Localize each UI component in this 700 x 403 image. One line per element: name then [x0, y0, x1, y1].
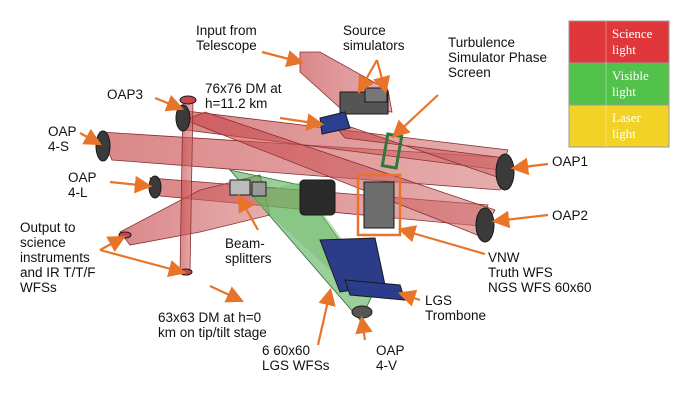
- arrow-source-1: [357, 59, 378, 94]
- arrow-beamsplitter: [237, 194, 259, 231]
- arrow-output-2: [99, 248, 187, 278]
- output-mirror: [118, 231, 132, 239]
- beamsplitter-2: [251, 181, 267, 197]
- legend-swatch-laser: [569, 105, 669, 147]
- label-oap1: OAP1: [552, 154, 588, 169]
- source-simulator-box: [364, 87, 388, 103]
- arrow-lgs-wfs: [316, 287, 336, 346]
- dark-wfs-block: [299, 179, 336, 216]
- arrow-vnw: [397, 225, 486, 256]
- oap4s-mirror: [95, 130, 111, 162]
- arrow-turbulence: [391, 94, 439, 138]
- callout-arrows: [79, 50, 549, 346]
- arrow-source-2: [373, 59, 391, 95]
- arrow-oap4s: [79, 128, 102, 146]
- arrow-oap4v: [355, 315, 373, 341]
- science-beams: [99, 51, 511, 273]
- label-oap3: OAP3: [107, 87, 143, 102]
- arrow-output-1: [99, 235, 126, 253]
- vnw-wfs-inner: [363, 181, 395, 229]
- arrow-trombone: [397, 289, 421, 307]
- arrow-oap1: [510, 157, 549, 176]
- oap4v-mirror: [351, 305, 373, 319]
- oap1-mirror: [495, 153, 515, 191]
- beamsplitter-1: [229, 179, 251, 196]
- arrow-oap4l: [109, 175, 153, 194]
- oap4l-mirror: [148, 175, 162, 199]
- arrow-dm76: [279, 113, 325, 131]
- oap3-mirror: [175, 104, 191, 132]
- legend-border: [568, 20, 670, 148]
- label-oap2: OAP2: [552, 208, 588, 223]
- oap3-top-mirror: [179, 95, 197, 105]
- label-beamsplitters: Beam-splitters: [225, 236, 272, 266]
- arrow-oap3: [154, 94, 185, 112]
- arrow-oap2: [491, 210, 549, 229]
- vnw-wfs-assembly: [356, 173, 402, 237]
- arrow-input: [261, 50, 305, 68]
- arrow-dm63: [209, 285, 244, 303]
- legend-swatch-science: [569, 21, 669, 63]
- legend-swatch-visible: [569, 63, 669, 105]
- oap2-mirror: [475, 207, 495, 243]
